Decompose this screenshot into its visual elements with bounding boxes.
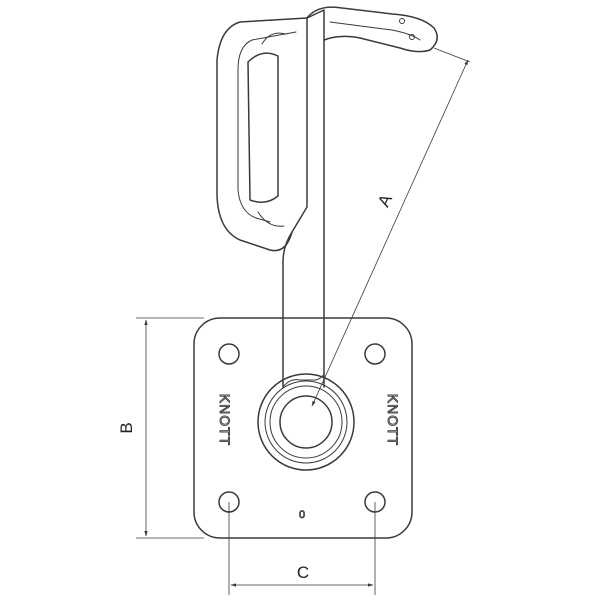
trigger-rivet-2 <box>409 34 415 40</box>
grip-pad <box>247 52 279 203</box>
dim-a-line <box>311 59 469 407</box>
dimension-c: C <box>228 502 376 595</box>
trigger-inner <box>329 21 421 41</box>
hub-outer-ring <box>257 373 355 471</box>
trigger-outline <box>306 6 438 53</box>
dimension-b: B <box>117 317 204 539</box>
mount-hole-top-left <box>218 343 240 365</box>
lever-arm <box>282 9 325 388</box>
plate-outline <box>193 317 413 539</box>
hub-inner-shaft <box>279 395 333 449</box>
release-trigger <box>306 6 438 53</box>
hub-ring-2 <box>264 380 348 464</box>
grip-detail-top <box>261 32 287 45</box>
dimension-a: A <box>311 47 471 407</box>
grip-detail-bottom <box>257 211 285 227</box>
base-plate: KNOTT KNOTT 0 <box>193 317 413 539</box>
lever-shaft <box>282 9 325 388</box>
dim-c-label: C <box>297 563 309 582</box>
grip-outer <box>216 17 308 252</box>
pivot-hub <box>257 373 355 471</box>
center-mark: 0 <box>299 509 305 521</box>
mount-hole-top-right <box>364 343 386 365</box>
dim-a-extension <box>433 47 471 63</box>
hub-ring-3 <box>269 385 343 459</box>
brand-text-left: KNOTT <box>217 394 233 446</box>
trigger-rivet-1 <box>399 18 405 24</box>
dim-b-label: B <box>117 422 136 433</box>
dim-a-label: A <box>374 191 396 210</box>
handle-grip <box>216 17 308 252</box>
grip-inner <box>237 31 297 223</box>
brand-text-right: KNOTT <box>385 394 401 446</box>
